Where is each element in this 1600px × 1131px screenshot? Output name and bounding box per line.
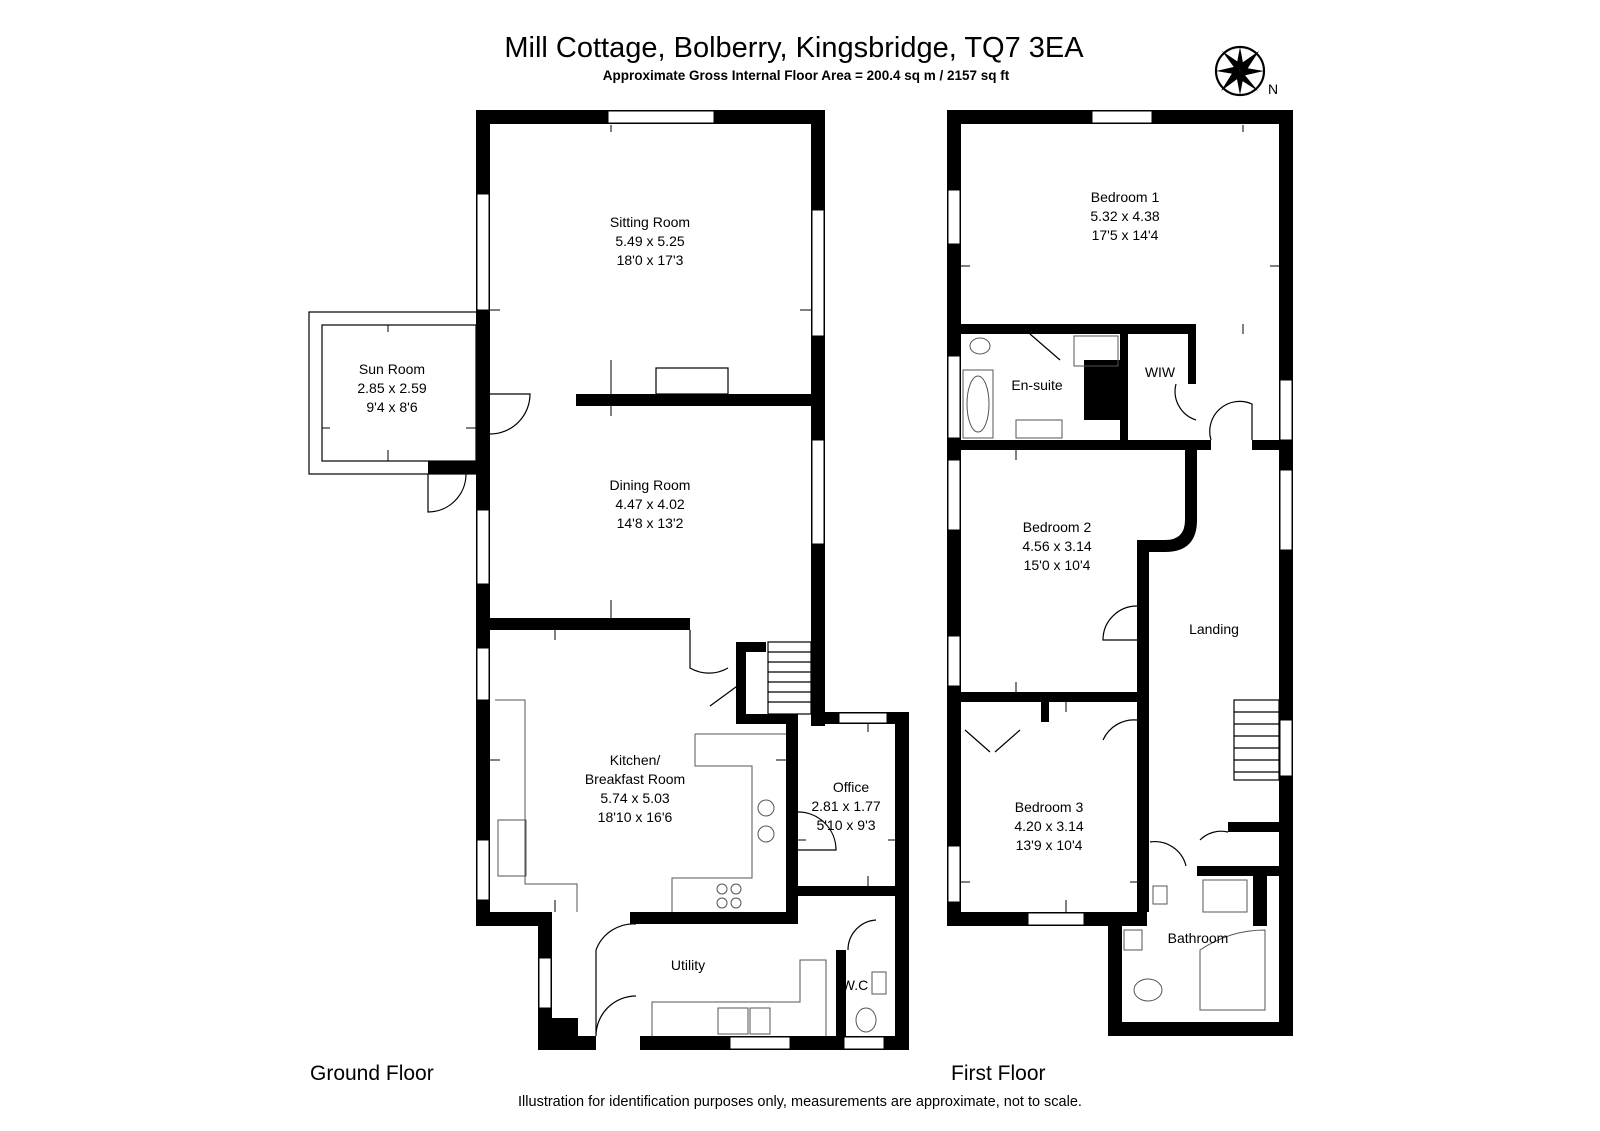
room-name: Landing	[1189, 621, 1239, 637]
room-metric: 5.49 x 5.25	[615, 233, 684, 249]
room-name: Sitting Room	[610, 214, 690, 230]
room-name: Bedroom 3	[1015, 799, 1084, 815]
room-office: Office 2.81 x 1.77 5'10 x 9'3	[811, 779, 880, 833]
room-name: WIW	[1145, 364, 1176, 380]
room-name: Office	[833, 779, 870, 795]
room-imperial: 15'0 x 10'4	[1024, 557, 1091, 573]
room-bed1: Bedroom 1 5.32 x 4.38 17'5 x 14'4	[1090, 189, 1159, 243]
room-imperial: 17'5 x 14'4	[1092, 227, 1159, 243]
room-name: Utility	[671, 957, 705, 973]
room-imperial: 13'9 x 10'4	[1016, 837, 1083, 853]
room-imperial: 9'4 x 8'6	[366, 399, 417, 415]
room-imperial: 18'0 x 17'3	[617, 252, 684, 268]
room-ensuite: En-suite	[1011, 377, 1063, 393]
room-metric: 5.74 x 5.03	[600, 790, 669, 806]
room-metric: 4.47 x 4.02	[615, 496, 684, 512]
room-landing: Landing	[1189, 621, 1239, 637]
ground-floor-plan	[308, 110, 909, 1050]
room-metric: 4.56 x 3.14	[1022, 538, 1091, 554]
ground-floor-label: Ground Floor	[310, 1062, 434, 1085]
compass-north-label: N	[1268, 81, 1278, 97]
first-floor-plan	[947, 110, 1293, 1036]
page-title: Mill Cottage, Bolberry, Kingsbridge, TQ7…	[504, 32, 1084, 64]
floor-area-subtitle: Approximate Gross Internal Floor Area = …	[603, 68, 1010, 83]
room-name: En-suite	[1011, 377, 1063, 393]
compass-rose-icon	[1214, 45, 1266, 97]
room-name: Bedroom 1	[1091, 189, 1160, 205]
disclaimer: Illustration for identification purposes…	[518, 1094, 1082, 1110]
room-name-line2: Breakfast Room	[585, 771, 685, 787]
room-dining: Dining Room 4.47 x 4.02 14'8 x 13'2	[610, 477, 691, 531]
room-imperial: 18'10 x 16'6	[598, 809, 673, 825]
room-bathroom: Bathroom	[1168, 930, 1229, 946]
room-bed3: Bedroom 3 4.20 x 3.14 13'9 x 10'4	[1014, 799, 1083, 853]
room-name: Sun Room	[359, 361, 425, 377]
room-metric: 5.32 x 4.38	[1090, 208, 1159, 224]
room-name: W.C	[842, 977, 868, 993]
room-sun: Sun Room 2.85 x 2.59 9'4 x 8'6	[357, 361, 426, 415]
room-wiw: WIW	[1145, 364, 1176, 380]
room-imperial: 5'10 x 9'3	[816, 817, 875, 833]
room-name: Bathroom	[1168, 930, 1229, 946]
room-sitting: Sitting Room 5.49 x 5.25 18'0 x 17'3	[610, 214, 690, 268]
room-kitchen: Kitchen/ Breakfast Room 5.74 x 5.03 18'1…	[585, 752, 685, 825]
room-metric: 4.20 x 3.14	[1014, 818, 1083, 834]
room-name: Bedroom 2	[1023, 519, 1092, 535]
first-floor-label: First Floor	[951, 1062, 1046, 1085]
room-bed2: Bedroom 2 4.56 x 3.14 15'0 x 10'4	[1022, 519, 1091, 573]
room-metric: 2.81 x 1.77	[811, 798, 880, 814]
room-name: Kitchen/	[610, 752, 661, 768]
room-wc: W.C	[842, 977, 868, 993]
room-imperial: 14'8 x 13'2	[617, 515, 684, 531]
room-metric: 2.85 x 2.59	[357, 380, 426, 396]
room-utility: Utility	[671, 957, 705, 973]
room-name: Dining Room	[610, 477, 691, 493]
